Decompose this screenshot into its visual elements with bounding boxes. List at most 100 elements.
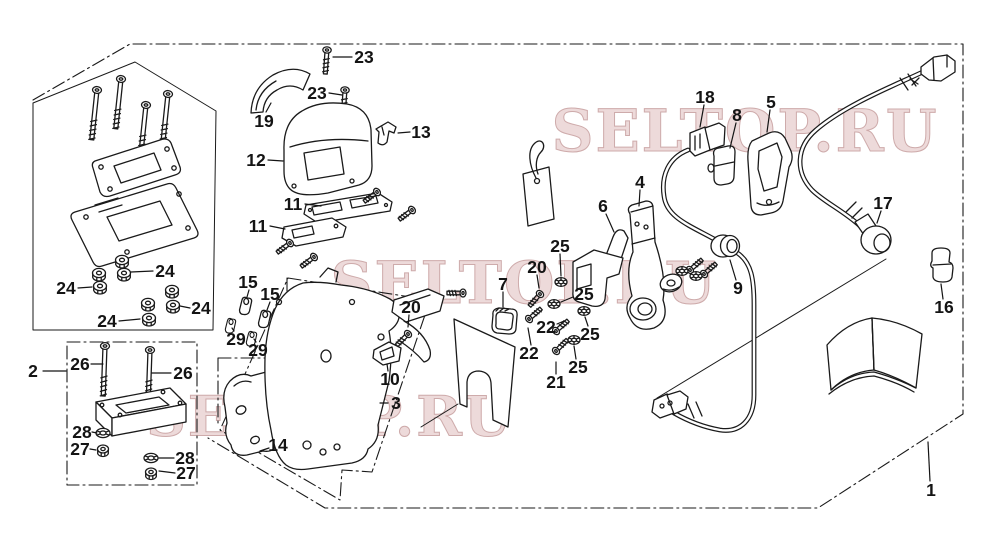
callout-24: 24 [155, 261, 175, 281]
callout-13: 13 [411, 122, 431, 142]
group-box-part2 [66, 341, 198, 486]
callout-leader-15 [246, 289, 250, 298]
callout-2: 2 [28, 361, 38, 381]
callout-leader-24 [179, 305, 191, 309]
callout-leader-25 [559, 253, 562, 277]
callout-leader-22 [556, 320, 565, 325]
top-connector [920, 54, 956, 82]
callout-28: 28 [175, 448, 195, 468]
callout-29: 29 [248, 340, 268, 360]
callout-leader-18 [699, 104, 705, 128]
callout-27: 27 [176, 463, 195, 483]
connector-18 [689, 122, 726, 157]
brackets-11 [274, 186, 418, 271]
callout-29: 29 [226, 329, 246, 349]
connector-17 [854, 213, 892, 255]
callout-leader-4 [638, 189, 641, 207]
callout-leader-15 [266, 301, 271, 311]
cable-17 [797, 67, 930, 229]
callout-18: 18 [695, 87, 715, 107]
callout-leader-25 [560, 296, 574, 303]
callout-leader-1 [927, 441, 931, 482]
callout-9: 9 [733, 278, 743, 298]
callout-11: 11 [249, 216, 268, 236]
callout-19: 19 [254, 111, 274, 131]
callout-26: 26 [173, 363, 193, 383]
callout-24: 24 [56, 278, 76, 298]
callout-20: 20 [527, 257, 547, 277]
callout-25: 25 [580, 324, 600, 344]
callout-leader-13 [397, 131, 411, 134]
callout-leader-24 [130, 270, 154, 273]
callout-1: 1 [926, 480, 936, 500]
callout-leader-22 [527, 327, 532, 346]
callout-24: 24 [191, 298, 211, 318]
callout-6: 6 [598, 196, 608, 216]
callout-14: 14 [268, 435, 288, 455]
callout-leader-25 [573, 345, 577, 360]
callout-23: 23 [307, 83, 327, 103]
manual-book [826, 317, 923, 395]
outer-border [32, 43, 964, 509]
bracket-13 [375, 121, 397, 146]
callout-leader-20 [407, 314, 410, 328]
callout-leader-25 [584, 316, 589, 327]
bracket-5 [747, 131, 793, 216]
housing-12 [283, 102, 373, 196]
spacer-block-group [95, 341, 187, 481]
template-plate [453, 318, 516, 428]
plate-pointer-line [420, 403, 459, 428]
callout-24: 24 [97, 311, 117, 331]
callout-leader-6 [605, 213, 615, 233]
callout-leader-5 [766, 109, 771, 133]
callout-10: 10 [380, 369, 400, 389]
cap-16 [930, 247, 954, 283]
callout-leader-19 [265, 102, 272, 113]
callout-leader-24 [118, 318, 141, 322]
callout-17: 17 [873, 193, 892, 213]
bracket-10 [372, 328, 414, 366]
callout-5: 5 [766, 92, 776, 112]
callout-22: 22 [519, 343, 539, 363]
callout-16: 16 [934, 297, 954, 317]
watermark-text: SELTOP.RU [552, 97, 939, 165]
arm-4 [626, 200, 666, 330]
callout-leader-20 [536, 274, 540, 289]
gasket-lower [70, 182, 199, 268]
callout-7: 7 [498, 274, 508, 294]
callout-11: 11 [284, 194, 303, 214]
lever-6 [572, 229, 629, 307]
callout-leader-28 [91, 431, 98, 434]
callout-25: 25 [568, 357, 588, 377]
callout-leader-16 [940, 283, 944, 300]
callout-20: 20 [401, 297, 421, 317]
gasket-upper [91, 138, 182, 198]
callout-leader-27 [89, 448, 97, 451]
callout-leader-11 [269, 225, 286, 230]
callout-leader-29 [231, 327, 235, 332]
callout-4: 4 [635, 172, 645, 192]
callout-leader-8 [729, 122, 737, 149]
callout-leader-11 [304, 203, 322, 207]
callout-12: 12 [246, 150, 266, 170]
cover-19 [250, 68, 311, 114]
parts-layer [70, 45, 956, 481]
callout-22: 22 [536, 317, 556, 337]
callout-leader-24 [77, 286, 93, 289]
connector-8 [707, 145, 736, 186]
callout-leader-9 [729, 259, 737, 281]
callout-25: 25 [550, 236, 570, 256]
callout-23: 23 [354, 47, 374, 67]
callout-21: 21 [546, 372, 566, 392]
mating-line [656, 258, 887, 399]
cover-3 [264, 267, 467, 471]
callout-leader-23 [328, 92, 343, 96]
knob-7 [491, 307, 518, 335]
group-box-mount [32, 61, 217, 331]
callout-15: 15 [260, 284, 280, 304]
callout-leader-12 [267, 159, 284, 162]
callout-leader-17 [876, 210, 882, 224]
callout-leader-27 [158, 470, 176, 474]
